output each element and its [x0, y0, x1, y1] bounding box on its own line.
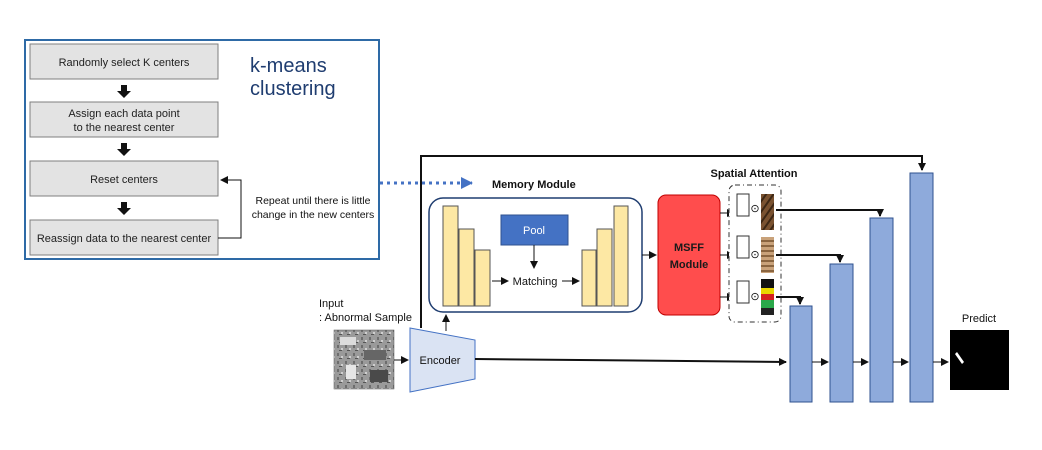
memory-bar-right-2 [596, 228, 613, 307]
matching-label: Matching [513, 276, 558, 288]
kmeans-step-2-line2: to the nearest center [74, 122, 175, 134]
attention-op-2: ⊙ [750, 249, 759, 261]
kmeans-step-2-line1: Assign each data point [68, 108, 179, 120]
kmeans-repeat-line1: Repeat until there is little [256, 195, 371, 207]
predict-label: Predict [962, 313, 996, 325]
kmeans-step-3-text: Reset centers [90, 174, 158, 186]
kmeans-down-arrow-2 [117, 143, 131, 156]
input-label-line1: Input [319, 298, 343, 310]
decoder-block-3 [869, 217, 894, 403]
decoder-block-2 [829, 263, 854, 403]
kmeans-down-arrow-3 [117, 202, 131, 215]
memory-bar-left-3 [474, 249, 491, 307]
memory-bar-right-3 [613, 205, 629, 307]
attention-to-decoder-3 [776, 296, 804, 305]
decoder-block-4 [909, 172, 934, 403]
attention-to-decoder-2 [776, 254, 844, 263]
attention-map-1 [761, 194, 774, 230]
kmeans-step-1-text: Randomly select K centers [59, 57, 190, 69]
kmeans-step-4-text: Reassign data to the nearest center [37, 233, 212, 245]
memory-module-title: Memory Module [492, 179, 576, 191]
skip-connection-top [420, 155, 926, 328]
memory-bar-left-2 [458, 228, 475, 307]
msff-label-line1: MSFF [674, 242, 704, 254]
kmeans-step-3-box [29, 160, 219, 197]
encoder-to-decoder-arrow [474, 357, 787, 366]
attention-op-3: ⊙ [750, 291, 759, 303]
pool-label: Pool [523, 225, 545, 237]
encoder-shape [409, 327, 476, 393]
attention-map-3 [761, 279, 774, 315]
kmeans-repeat-line2: change in the new centers [252, 209, 375, 221]
attention-feature-3 [736, 280, 750, 304]
attention-feature-2 [736, 235, 750, 259]
kmeans-step-4-box [29, 219, 219, 256]
kmeans-panel: Randomly select K centers Assign each da… [24, 39, 380, 260]
memory-bar-right-1 [581, 249, 597, 307]
kmeans-title-line2: clustering [250, 78, 336, 100]
predict-mask-image [950, 330, 1009, 390]
kmeans-title-line1: k-means [250, 55, 327, 77]
kmeans-repeat-loop-arrow [218, 176, 242, 239]
msff-module-box [657, 194, 721, 316]
attention-map-2 [761, 237, 774, 273]
attention-op-1: ⊙ [750, 203, 759, 215]
kmeans-down-arrow-1 [117, 85, 131, 98]
encoder-label: Encoder [420, 355, 461, 367]
kmeans-step-2-box [29, 101, 219, 138]
attention-feature-1 [736, 193, 750, 217]
msff-label-line2: Module [670, 259, 709, 271]
input-abnormal-sample-image [333, 329, 395, 390]
attention-to-decoder-1 [776, 209, 884, 217]
memory-bar-left-1 [442, 205, 459, 307]
kmeans-step-1-box [29, 43, 219, 80]
pool-box [500, 214, 569, 246]
decoder-block-1 [789, 305, 813, 403]
spatial-attention-title: Spatial Attention [711, 168, 798, 180]
input-label-line2: : Abnormal Sample [319, 312, 412, 324]
